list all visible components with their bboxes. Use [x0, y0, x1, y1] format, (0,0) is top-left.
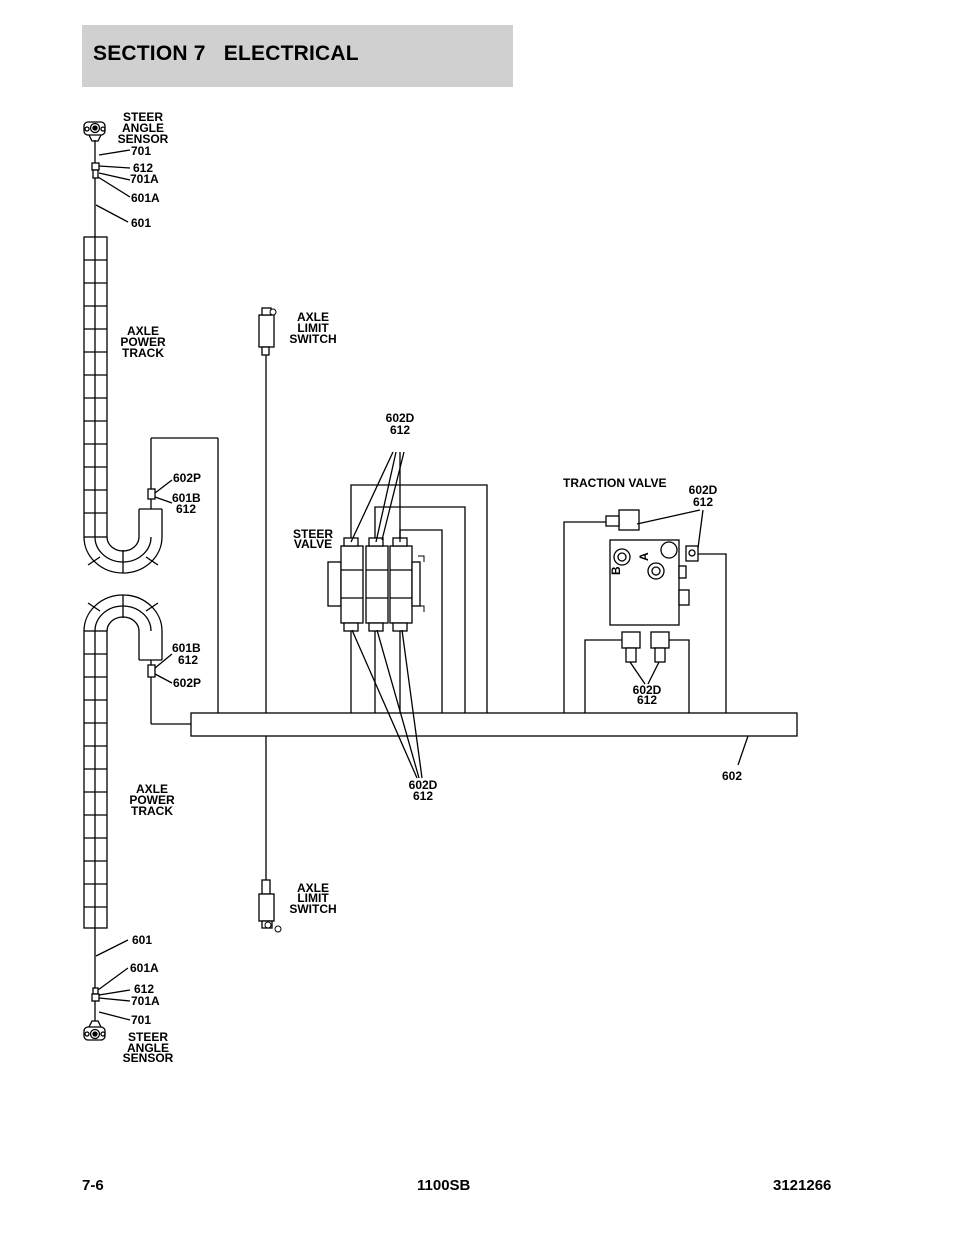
limit-switch-bottom-label-3: SWITCH [289, 902, 336, 916]
steer-sensor-bottom-label-3: SENSOR [123, 1051, 174, 1065]
steer-valve-label-2: VALVE [294, 537, 332, 551]
power-track-bottom-label-2: POWER [129, 793, 175, 807]
limit-switch-terminals [264, 308, 282, 933]
callout-602d-traction-bottom: 602D [633, 683, 662, 697]
power-track-top-label-3: TRACK [122, 346, 164, 360]
steer-sensor-top-label-3: SENSOR [118, 132, 169, 146]
callout-612-steer-top: 612 [390, 423, 410, 437]
traction-valve-label: TRACTION VALVE [563, 476, 667, 490]
port-mark-b: B [609, 566, 623, 575]
footer-page-number: 7-6 [82, 1177, 104, 1194]
callout-701-bottom: 701 [131, 1013, 151, 1027]
callout-601b-upper: 601B [172, 491, 201, 505]
power-track-top-label-1: AXLE [127, 324, 159, 338]
steer-valve-wiring [350, 451, 488, 779]
harness-callout-leader [737, 735, 749, 766]
bottom-limit-switch-wiring [258, 736, 275, 929]
section-title: SECTION 7 ELECTRICAL [93, 42, 359, 65]
steer-sensor-bottom-label-2: ANGLE [127, 1041, 169, 1055]
callout-701a-top: 701A [130, 172, 159, 186]
callout-612-top: 612 [133, 161, 153, 175]
power-track-bottom-label-3: TRACK [131, 804, 173, 818]
callout-612-steer-bottom: 612 [413, 789, 433, 803]
callout-601b-lower: 601B [172, 641, 201, 655]
traction-valve-wiring [563, 509, 727, 713]
top-steer-sensor-wiring [91, 140, 131, 237]
power-track-top-label-2: POWER [120, 335, 166, 349]
traction-valve [605, 509, 699, 663]
top-limit-switch-wiring [258, 307, 275, 713]
callout-601-top: 601 [131, 216, 151, 230]
callout-601-bottom: 601 [132, 933, 152, 947]
limit-switch-bottom-label-1: AXLE [297, 881, 329, 895]
callout-602d-steer-top: 602D [386, 411, 415, 425]
lower-power-track [83, 594, 163, 929]
footer-model: 1100SB [417, 1177, 471, 1194]
steer-sensor-top-label-2: ANGLE [122, 121, 164, 135]
limit-switch-bottom-label-2: LIMIT [297, 891, 329, 905]
power-track-bottom-label-1: AXLE [136, 782, 168, 796]
callout-612-bottom: 612 [134, 982, 154, 996]
limit-switch-top-label-2: LIMIT [297, 321, 329, 335]
callout-612-lower: 612 [178, 653, 198, 667]
callout-602p-upper: 602P [173, 471, 201, 485]
callout-602-harness: 602 [722, 769, 742, 783]
bottom-steer-sensor-wiring [91, 928, 131, 1021]
main-harness [190, 712, 798, 737]
callout-602d-traction-top: 602D [689, 483, 718, 497]
callout-612-traction-bottom: 612 [637, 693, 657, 707]
footer-doc-number: 3121266 [773, 1177, 832, 1194]
callout-601a-top: 601A [131, 191, 160, 205]
steer-valve-terminals [418, 555, 425, 612]
upper-track-feed [147, 437, 219, 713]
callout-612-upper: 612 [176, 502, 196, 516]
limit-switch-top-label-1: AXLE [297, 310, 329, 324]
port-mark-a: A [637, 552, 651, 561]
section-header: SECTION 7 ELECTRICAL [82, 25, 513, 87]
callout-701-top: 701 [131, 144, 151, 158]
callout-612-traction-top: 612 [693, 495, 713, 509]
bottom-steer-sensor-icon [83, 1020, 106, 1041]
steer-sensor-top-label-1: STEER [123, 110, 163, 124]
steer-valve [327, 537, 421, 632]
callout-601a-bottom: 601A [130, 961, 159, 975]
callout-602p-lower: 602P [173, 676, 201, 690]
callout-602d-steer-bottom: 602D [409, 778, 438, 792]
upper-power-track [83, 236, 163, 574]
lower-track-feed [147, 653, 191, 725]
top-steer-sensor-icon [83, 121, 106, 142]
steer-valve-label-1: STEER [293, 527, 333, 541]
limit-switch-top-label-3: SWITCH [289, 332, 336, 346]
callout-701a-bottom: 701A [131, 994, 160, 1008]
steer-sensor-bottom-label-1: STEER [128, 1030, 168, 1044]
